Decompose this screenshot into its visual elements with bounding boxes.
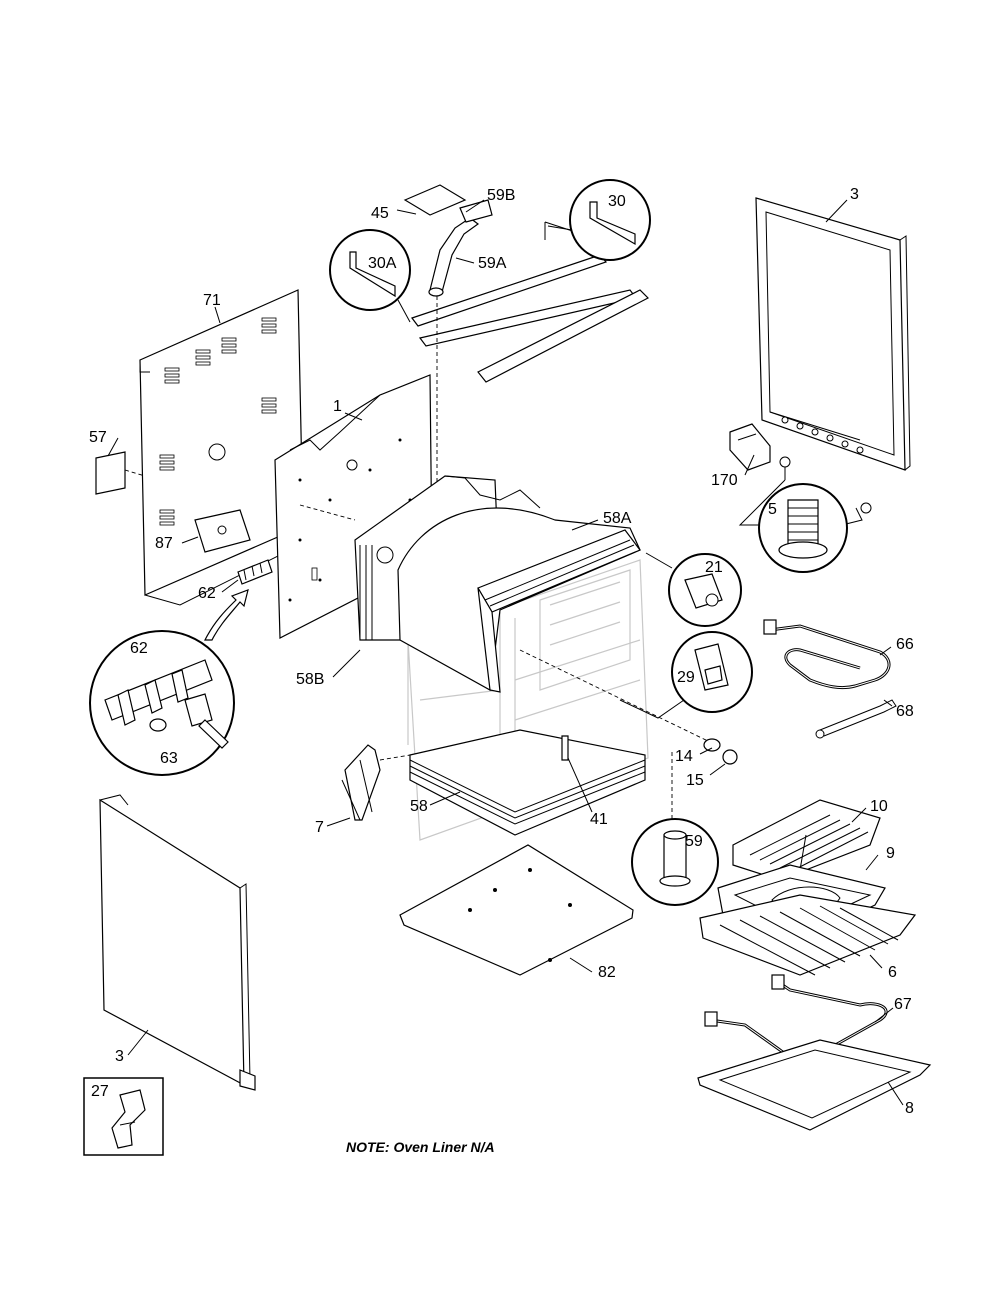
label-part-6: 6 [888,964,897,981]
label-part-7: 7 [315,819,324,836]
part-27-clip-detail [83,1077,164,1156]
top-rails [411,221,650,383]
part-62-detail-arrow [204,589,249,641]
label-part-59: 59 [685,833,703,850]
label-part-59b: 59B [487,187,515,204]
part-30a-bracket-detail [329,229,411,323]
part-6-oven-rack [699,894,917,976]
label-part-71: 71 [203,292,221,309]
label-part-62: 62 [198,585,216,602]
label-part-14: 14 [675,748,693,765]
label-part-66: 66 [896,636,914,653]
part-3-side-panel-left [99,794,256,1091]
label-part-62-detail: 62 [130,640,148,657]
label-part-5: 5 [768,501,777,518]
part-82-bottom-panel [399,844,634,976]
label-part-45: 45 [371,205,389,222]
label-part-67: 67 [894,996,912,1013]
part-21-detail [645,552,742,627]
label-part-58a: 58A [603,510,632,527]
part-170-bracket [729,423,791,480]
note-oven-liner: NOTE: Oven Liner N/A [346,1139,495,1155]
part-62-63-detail [89,630,235,776]
part-59-vent-tube [403,184,493,540]
part-62-terminal-block [237,559,273,585]
part-30-bracket-detail [547,179,651,261]
label-part-3-left: 3 [115,1048,124,1065]
label-part-29: 29 [677,669,695,686]
label-part-68: 68 [896,703,914,720]
label-part-8: 8 [905,1100,914,1117]
label-part-63: 63 [160,750,178,767]
part-58-bottom-insulation [409,729,646,836]
label-part-82: 82 [598,964,616,981]
label-part-41: 41 [590,811,608,828]
label-part-170: 170 [711,472,738,489]
label-part-3-right: 3 [850,186,859,203]
label-part-59a: 59A [478,255,507,272]
part-10-broiler-grid [732,799,881,881]
label-part-58b: 58B [296,671,324,688]
part-66-broil-element [763,619,891,690]
label-part-15: 15 [686,772,704,789]
label-part-30: 30 [608,193,626,210]
part-59-detail [631,752,719,906]
part-29-detail [619,631,753,719]
leader-lines [107,199,904,1106]
part-8-oven-bottom [697,1039,932,1131]
part-5-leveling-leg-detail [738,479,872,573]
part-68-heat-shield [815,699,897,739]
part-57-plate [95,451,146,495]
label-part-10: 10 [870,798,888,815]
part-3-side-panel-right [755,197,911,471]
label-part-58: 58 [410,798,428,815]
label-part-87: 87 [155,535,173,552]
label-part-27: 27 [91,1083,109,1100]
label-part-1: 1 [333,398,342,415]
part-58a-liner [397,507,641,693]
part-14-15-light-socket [519,649,738,765]
label-part-9: 9 [886,845,895,862]
label-part-21: 21 [705,559,723,576]
part-7-hinge [341,744,411,821]
label-part-57: 57 [89,429,107,446]
part-labels: 3 45 59B 30 30A 59A 71 1 57 170 5 58A 87… [89,186,914,1155]
label-part-30a: 30A [368,255,397,272]
